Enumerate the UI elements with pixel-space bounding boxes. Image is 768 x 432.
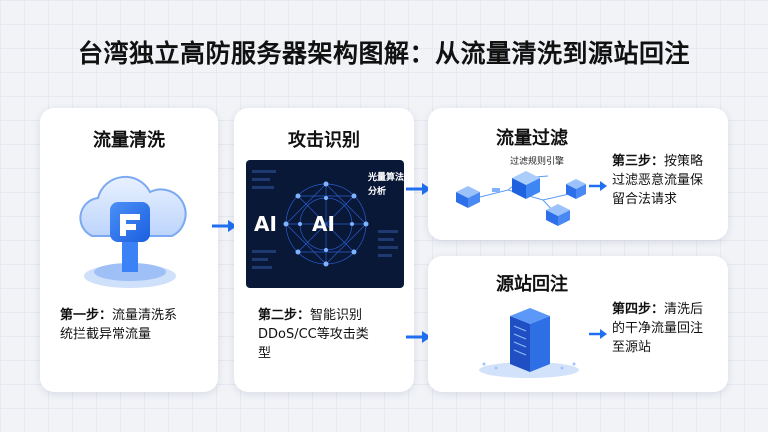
card-title-origin: 源站回注 (496, 274, 568, 295)
card-traffic-cleaning: 流量清洗 第一步：流量清洗系 统拦截异常流量 (40, 108, 218, 392)
card-title-detection: 攻击识别 (288, 130, 360, 151)
panel-text-1: 光量算法 (368, 173, 404, 183)
card-title-filtering: 流量过滤 (496, 128, 568, 149)
engine-label: 过滤规则引擎 (510, 157, 565, 167)
card-desc-origin: 第四步：清洗后 的干净流量回注 至源站 (612, 300, 720, 357)
desc-line: 留合法请求 (612, 192, 678, 207)
arrow-right-icon (210, 219, 238, 233)
arrow-right-icon (404, 182, 432, 196)
card-traffic-filtering: 流量过滤 过滤规则引擎 (428, 108, 728, 240)
server-icon (474, 298, 584, 382)
desc-line: 智能识别 (310, 308, 363, 323)
server-cubes-icon: 过滤规则引擎 (448, 148, 598, 230)
desc-line: 型 (258, 346, 272, 361)
card-desc-cleaning: 第一步：流量清洗系 统拦截异常流量 (60, 306, 210, 344)
ai-network-icon: AI AI 光量算法 分析 (246, 160, 404, 288)
card-attack-detection: 攻击识别 (234, 108, 414, 392)
panel-text-2: 分析 (368, 187, 387, 197)
desc-line: 的干净流量回注 (612, 321, 704, 336)
card-origin-reinjection: 源站回注 第四步：清洗后 的干净流量回注 至源站 (428, 256, 728, 392)
card-title-cleaning: 流量清洗 (93, 130, 165, 151)
step-label: 第一步： (60, 308, 113, 323)
card-desc-detection: 第二步：智能识别 DDoS/CC等攻击类 型 (258, 306, 408, 363)
arrow-right-icon (588, 180, 608, 192)
desc-line: DDoS/CC等攻击类 (258, 327, 369, 342)
step-label: 第四步： (612, 302, 665, 317)
desc-line: 按策略 (664, 154, 704, 169)
arrow-right-icon (404, 330, 432, 344)
desc-line: 至源站 (612, 340, 652, 355)
arrow-right-icon (588, 328, 608, 340)
desc-line: 清洗后 (664, 302, 704, 317)
card-desc-filtering: 第三步：按策略 过滤恶意流量保 留合法请求 (612, 152, 720, 209)
desc-line: 统拦截异常流量 (60, 327, 152, 342)
desc-line: 流量清洗系 (112, 308, 178, 323)
step-label: 第二步： (258, 308, 311, 323)
ai-label-center: AI (312, 212, 335, 236)
step-label: 第三步： (612, 154, 665, 169)
ai-label-left: AI (254, 212, 277, 236)
page-title: 台湾独立高防服务器架构图解：从流量清洗到源站回注 (77, 39, 690, 68)
desc-line: 过滤恶意流量保 (612, 173, 704, 188)
cloud-shield-icon (70, 164, 190, 294)
